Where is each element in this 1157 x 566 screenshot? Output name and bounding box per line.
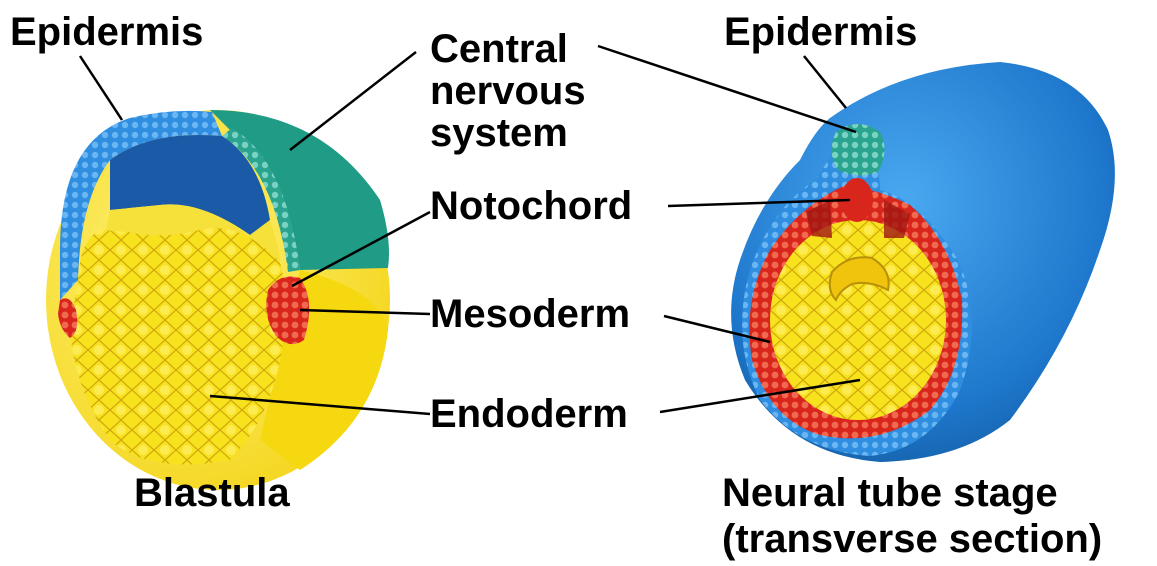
leader-epidermis-right [804, 56, 846, 108]
neural-tube-figure [731, 62, 1115, 462]
label-central-nervous-system: Central nervous system [430, 28, 586, 154]
blastula-figure [46, 110, 390, 490]
label-epidermis-left: Epidermis [10, 12, 203, 52]
leader-cns-left [290, 52, 416, 150]
caption-blastula: Blastula [134, 470, 290, 516]
leader-epidermis-left [80, 56, 122, 120]
label-mesoderm: Mesoderm [430, 294, 630, 334]
label-endoderm: Endoderm [430, 394, 628, 434]
caption-neural-tube-stage: Neural tube stage (transverse section) [722, 470, 1102, 562]
label-epidermis-right: Epidermis [724, 12, 917, 52]
leader-cns-right [598, 46, 856, 132]
label-notochord: Notochord [430, 186, 632, 226]
